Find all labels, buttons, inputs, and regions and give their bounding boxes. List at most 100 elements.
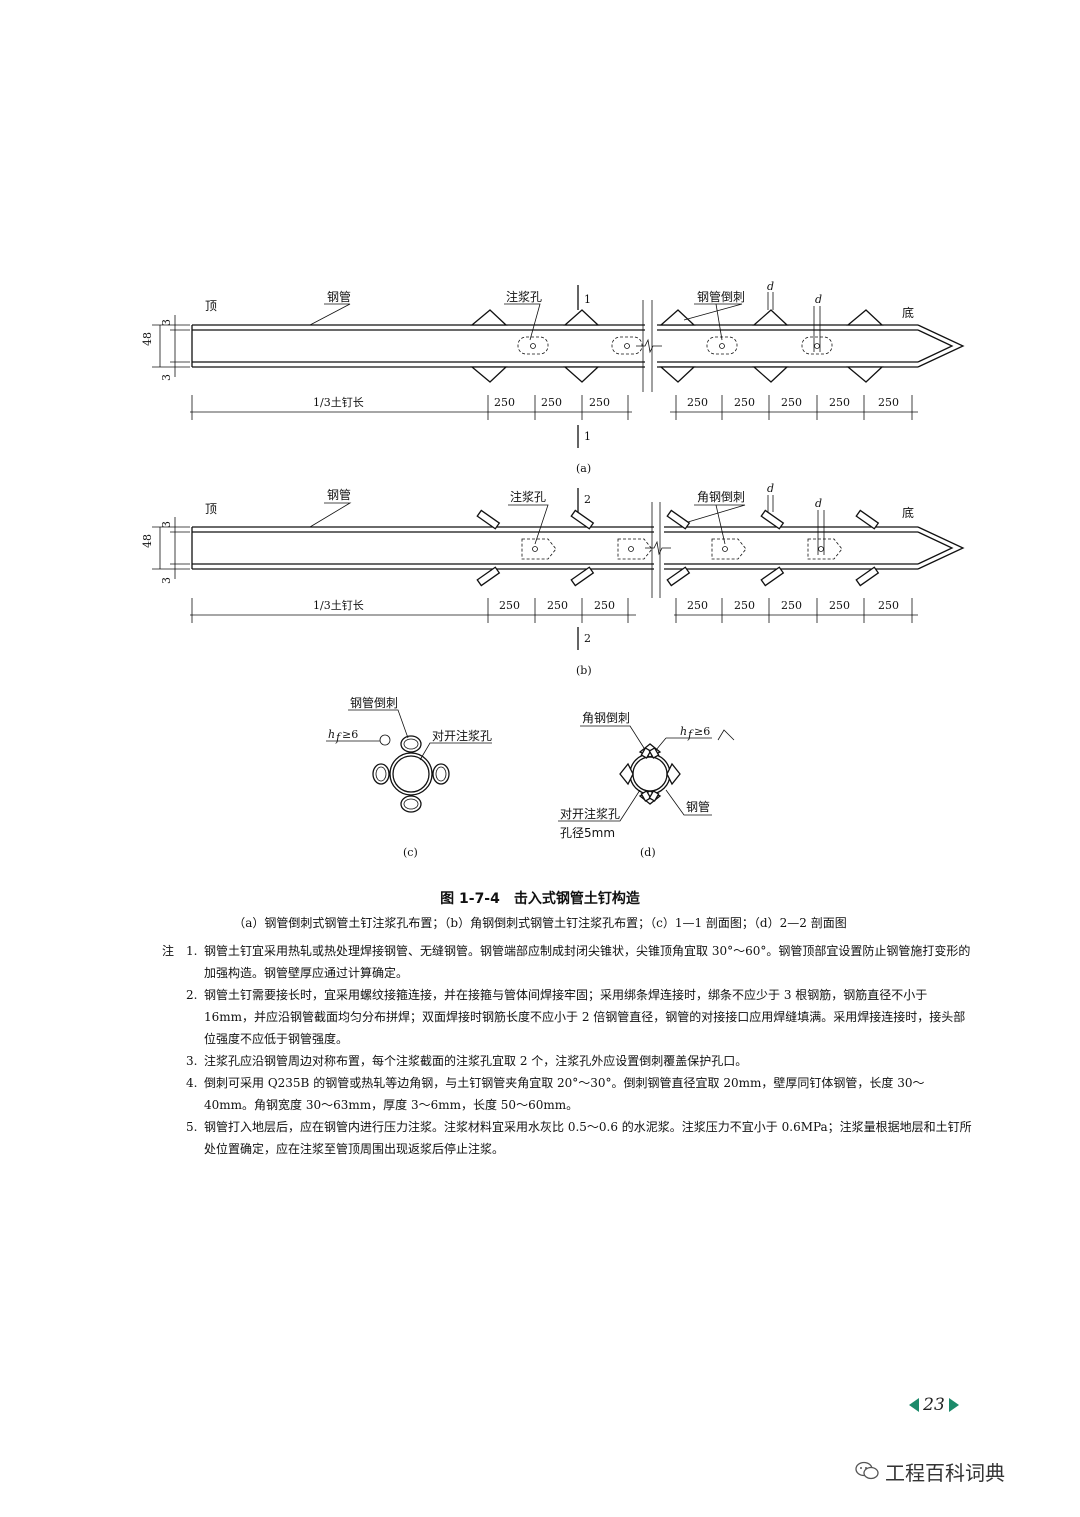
barb <box>563 366 600 383</box>
spacing-value: 250 <box>781 599 802 612</box>
diagram-b: 顶 底 钢管 注浆孔 角钢倒刺 2 2 d d 48 3 3 <box>141 482 965 677</box>
page-number-text: 23 <box>923 1395 945 1415</box>
section-mark-bottom: 2 <box>584 632 591 645</box>
hole-label: 对开注浆孔 <box>432 728 492 743</box>
barbs-b <box>476 509 880 587</box>
caption-b: (b) <box>576 664 592 677</box>
length-label: 1/3土钉长 <box>313 396 364 409</box>
section-mark-bottom: 1 <box>584 430 591 443</box>
spacing-value: 250 <box>781 396 802 409</box>
notes-head: 注 <box>162 944 175 958</box>
barb <box>470 366 508 383</box>
barb <box>659 309 696 326</box>
figure-title: 图 1-7-4 击入式钢管土钉构造 <box>440 891 640 907</box>
prev-page-icon[interactable] <box>909 1398 920 1412</box>
hole-size: 孔径5mm <box>560 826 615 840</box>
note-item: 2.钢管土钉需要接长时，宜采用螺纹接箍连接，并在接箍与管体间焊接牢固；采用绑条焊… <box>186 988 966 1046</box>
d-label: d <box>767 482 774 495</box>
barb-label: 钢管倒刺 <box>697 289 745 304</box>
notes-section: 注 1.钢管土钉宜采用热轧或热处理焊接钢管、无缝钢管。钢管端部应制成封闭尖锥状，… <box>162 940 972 1160</box>
weld-sub: f <box>335 731 342 744</box>
length-label: 1/3土钉长 <box>313 599 364 612</box>
angle-barb <box>760 566 785 587</box>
spacing-value: 250 <box>687 396 708 409</box>
watermark: 工程百科词典 <box>855 1455 1005 1487</box>
section-mark-top: 1 <box>584 293 591 306</box>
dim-48: 48 <box>141 534 154 548</box>
dimension-chain-a <box>190 395 918 420</box>
d-label: d <box>767 280 774 293</box>
pipe-label: 钢管 <box>327 487 351 502</box>
angle-barb <box>855 566 880 587</box>
barb-label: 角钢倒刺 <box>697 490 745 504</box>
next-page-icon[interactable] <box>948 1398 959 1412</box>
spacing-value: 250 <box>829 599 850 612</box>
wechat-icon <box>855 1461 879 1480</box>
caption-d: (d) <box>640 846 656 859</box>
weld-value: ≥6 <box>694 725 710 738</box>
weld-sub: f <box>687 728 694 741</box>
spacing-value: 250 <box>499 599 520 612</box>
section-mark-top: 2 <box>584 493 591 506</box>
dimension-chain-b <box>190 598 918 623</box>
dim-3-top: 3 <box>160 319 173 326</box>
diagram-c: 钢管倒刺 h f ≥6 对开注浆孔 (c) <box>326 695 492 859</box>
angle-barb <box>666 566 691 587</box>
spacing-value: 250 <box>547 599 568 612</box>
angle-barb <box>760 509 785 530</box>
spacing-value: 250 <box>494 396 515 409</box>
dim-48: 48 <box>141 332 154 346</box>
pipe-label: 钢管 <box>686 799 710 814</box>
spacing-value: 250 <box>878 599 899 612</box>
angle-barb <box>570 509 595 530</box>
page-number: 23 <box>898 1393 970 1417</box>
dim-3-bottom: 3 <box>160 374 173 381</box>
technical-drawing: 顶 底 钢管 注浆孔 钢管倒刺 1 1 d d 48 3 3 <box>141 280 965 859</box>
d-label: d <box>815 293 822 306</box>
hole-label: 对开注浆孔 <box>560 806 620 821</box>
note-item: 3.注浆孔应沿钢管周边对称布置，每个注浆截面的注浆孔宜取 2 个，注浆孔外应设置… <box>186 1054 748 1068</box>
angle-barb <box>570 566 595 587</box>
bottom-label: 底 <box>902 305 914 320</box>
barb <box>563 309 600 326</box>
caption-a: (a) <box>576 462 591 475</box>
note-item: 4.倒刺可采用 Q235B 的钢管或热轧等边角钢，与土钉钢管夹角宜取 20°～3… <box>186 1076 925 1112</box>
pipe-label: 钢管 <box>327 289 351 304</box>
spacing-value: 250 <box>541 396 562 409</box>
barb-label: 钢管倒刺 <box>350 695 398 710</box>
grout-holes-b <box>521 538 843 560</box>
barb <box>846 366 884 383</box>
d-label: d <box>815 497 822 510</box>
barb <box>470 309 508 326</box>
diagram-d: 角钢倒刺 h f ≥6 对开注浆孔 孔径5mm 钢管 (d) <box>558 711 735 859</box>
grout-hole-label: 注浆孔 <box>506 289 542 304</box>
angle-barb <box>476 566 501 587</box>
dim-3-bottom: 3 <box>160 577 173 584</box>
spacing-value: 250 <box>829 396 850 409</box>
barbs-a <box>470 309 884 383</box>
grout-hole-label: 注浆孔 <box>510 489 546 504</box>
angle-barb <box>855 509 880 530</box>
barb <box>752 366 789 383</box>
spacing-value: 250 <box>878 396 899 409</box>
weld-label: h <box>328 728 335 741</box>
barb <box>846 309 884 326</box>
figure-subtitle: （a）钢管倒刺式钢管土钉注浆孔布置；（b）角钢倒刺式钢管土钉注浆孔布置；（c）1… <box>233 916 847 930</box>
note-item: 1.钢管土钉宜采用热轧或热处理焊接钢管、无缝钢管。钢管端部应制成封闭尖锥状，尖锥… <box>186 944 971 980</box>
note-item: 5.钢管打入地层后，应在钢管内进行压力注浆。注浆材料宜采用水灰比 0.5～0.6… <box>186 1120 972 1156</box>
top-label: 顶 <box>205 502 217 516</box>
grout-holes-a <box>517 336 833 355</box>
barb-label: 角钢倒刺 <box>582 711 630 725</box>
diagram-a: 顶 底 钢管 注浆孔 钢管倒刺 1 1 d d 48 3 3 <box>141 280 965 475</box>
top-label: 顶 <box>205 299 217 313</box>
spacing-value: 250 <box>687 599 708 612</box>
barb <box>659 366 696 383</box>
pipe-b <box>191 502 965 598</box>
weld-label: h <box>680 725 687 738</box>
angle-barb <box>666 509 691 530</box>
angle-barb <box>476 509 501 530</box>
spacing-value: 250 <box>589 396 610 409</box>
bottom-label: 底 <box>902 505 914 520</box>
spacing-value: 250 <box>734 396 755 409</box>
spacing-value: 250 <box>594 599 615 612</box>
